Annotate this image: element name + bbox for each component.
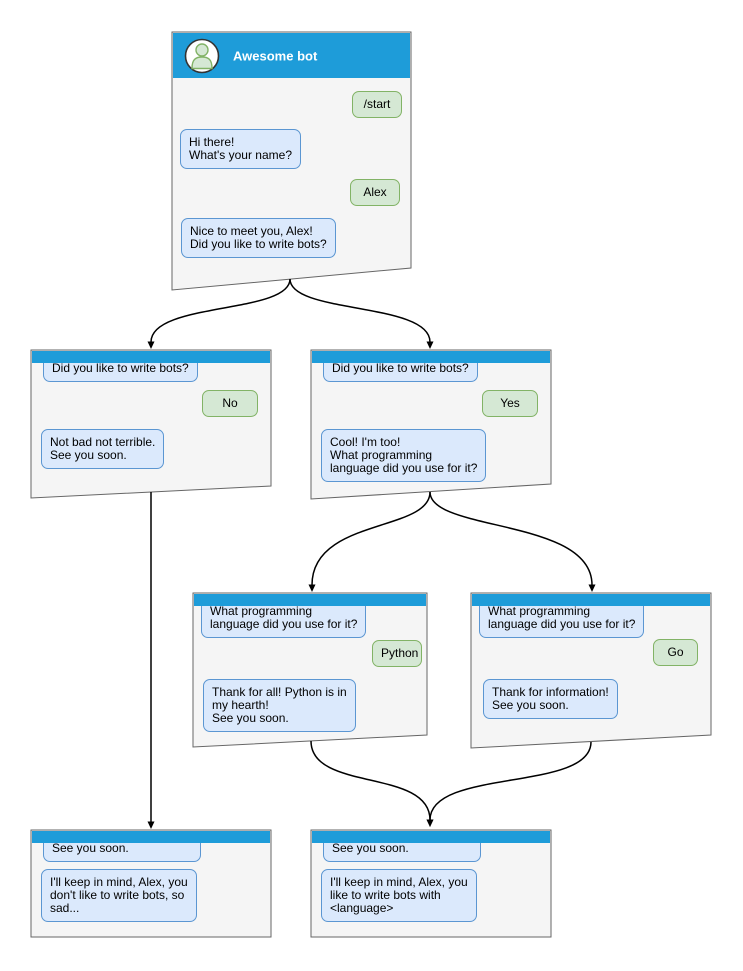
edge-python-to-final xyxy=(310,740,434,827)
user-message-bubble: Go xyxy=(653,639,698,666)
user-message-bubble: No xyxy=(202,390,258,417)
bot-message-bubble: I'll keep in mind, Alex, you don't like … xyxy=(41,869,197,922)
bot-message-bubble: Cool! I'm too! What programming language… xyxy=(321,429,487,482)
edge-go-to-final xyxy=(426,741,592,827)
bot-message-bubble: Nice to meet you, Alex! Did you like to … xyxy=(181,218,336,258)
edge-yes-to-go xyxy=(429,491,596,592)
chat-window-branch-go: What programming language did you use fo… xyxy=(471,593,711,748)
window-title-bar xyxy=(312,351,550,363)
chat-window-branch-no: Did you like to write bots? No Not bad n… xyxy=(31,350,271,498)
chat-window-branch-yes: Did you like to write bots? Yes Cool! I'… xyxy=(311,350,551,499)
bot-message-bubble: Hi there! What's your name? xyxy=(180,129,302,169)
person-icon xyxy=(184,38,220,74)
bot-message-bubble: Thank for information! See you soon. xyxy=(483,679,618,719)
window-title-bar: Awesome bot xyxy=(173,33,410,78)
edge-start-to-no xyxy=(147,278,291,349)
window-title-bar xyxy=(194,594,426,606)
edge-yes-to-python xyxy=(308,491,431,592)
window-title-bar xyxy=(32,351,270,363)
window-title-bar xyxy=(472,594,710,606)
chat-window-final-no: See you soon. I'll keep in mind, Alex, y… xyxy=(31,830,271,937)
window-title-bar xyxy=(312,831,550,843)
chat-window-final-yes: See you soon. I'll keep in mind, Alex, y… xyxy=(311,830,551,937)
edge-start-to-yes xyxy=(289,278,434,349)
bot-title: Awesome bot xyxy=(233,48,318,63)
bot-message-bubble: Thank for all! Python is in my hearth! S… xyxy=(203,679,356,732)
bot-message-bubble: Not bad not terrible. See you soon. xyxy=(41,429,165,469)
chat-window-main: Awesome bot /start Hi there! What's your… xyxy=(172,32,411,290)
user-message-bubble: Python xyxy=(372,640,422,667)
user-message-bubble: /start xyxy=(352,91,402,118)
user-message-bubble: Alex xyxy=(350,179,400,206)
user-message-bubble: Yes xyxy=(482,390,538,417)
bot-message-bubble: I'll keep in mind, Alex, you like to wri… xyxy=(321,869,477,922)
chat-window-branch-python: What programming language did you use fo… xyxy=(193,593,427,747)
window-title-bar xyxy=(32,831,270,843)
